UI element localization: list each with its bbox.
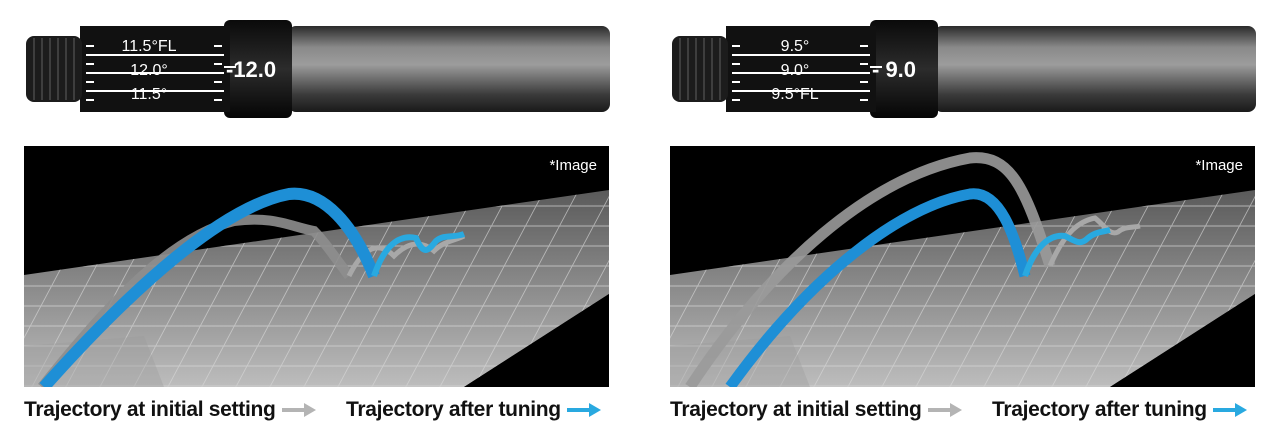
legend-initial: Trajectory at initial setting xyxy=(670,398,962,422)
sleeve-label: 11.0° xyxy=(130,110,168,120)
legend-tuned-label: Trajectory after tuning xyxy=(992,398,1207,421)
sleeve-label: 11.0°FL xyxy=(121,18,177,28)
sleeve-label-selected: 9.0° xyxy=(780,62,810,79)
arrow-right-blue-icon xyxy=(566,403,601,417)
legend-tuned: Trajectory after tuning xyxy=(346,398,601,422)
sleeve-label: 9.5° xyxy=(780,38,810,55)
sleeve-loft-scale: 10.0° 9.5° 9.0° 9.5°FL 10.0°FL xyxy=(730,18,860,120)
comparison-panel-loft-12: 11.0°FL 11.5°FL 12.0° 11.5° 11.0° -12.0 xyxy=(24,18,624,428)
image-disclaimer: *Image xyxy=(1195,157,1243,174)
trajectory-scene: *Image xyxy=(24,146,609,387)
setting-value: -12.0 xyxy=(226,57,277,82)
sleeve-label-selected: 12.0° xyxy=(130,62,168,79)
setting-value: - 9.0 xyxy=(872,57,917,82)
sleeve-loft-scale: 11.0°FL 11.5°FL 12.0° 11.5° 11.0° xyxy=(84,18,214,120)
trajectory-legend: Trajectory at initial setting Trajectory… xyxy=(670,398,1270,428)
adjustable-hosel-illustration xyxy=(24,18,614,120)
legend-initial-label: Trajectory at initial setting xyxy=(24,398,276,421)
arrow-right-gray-icon xyxy=(927,403,962,417)
legend-initial-label: Trajectory at initial setting xyxy=(670,398,922,421)
sleeve-label: 10.0°FL xyxy=(766,110,824,120)
legend-tuned: Trajectory after tuning xyxy=(992,398,1247,422)
comparison-panel-loft-9: 10.0° 9.5° 9.0° 9.5°FL 10.0°FL - 9.0 xyxy=(646,0,1280,443)
adjustable-hosel-illustration xyxy=(670,18,1260,120)
arrow-right-gray-icon xyxy=(281,403,316,417)
sleeve-label: 9.5°FL xyxy=(771,86,819,103)
sleeve-label: 10.0° xyxy=(776,18,814,28)
legend-tuned-label: Trajectory after tuning xyxy=(346,398,561,421)
trajectory-legend: Trajectory at initial setting Trajectory… xyxy=(24,398,624,428)
sleeve-label: 11.5° xyxy=(130,86,168,103)
trajectory-scene: *Image xyxy=(670,146,1255,387)
image-disclaimer: *Image xyxy=(549,157,597,174)
legend-initial: Trajectory at initial setting xyxy=(24,398,316,422)
arrow-right-blue-icon xyxy=(1212,403,1247,417)
sleeve-label: 11.5°FL xyxy=(121,38,177,55)
